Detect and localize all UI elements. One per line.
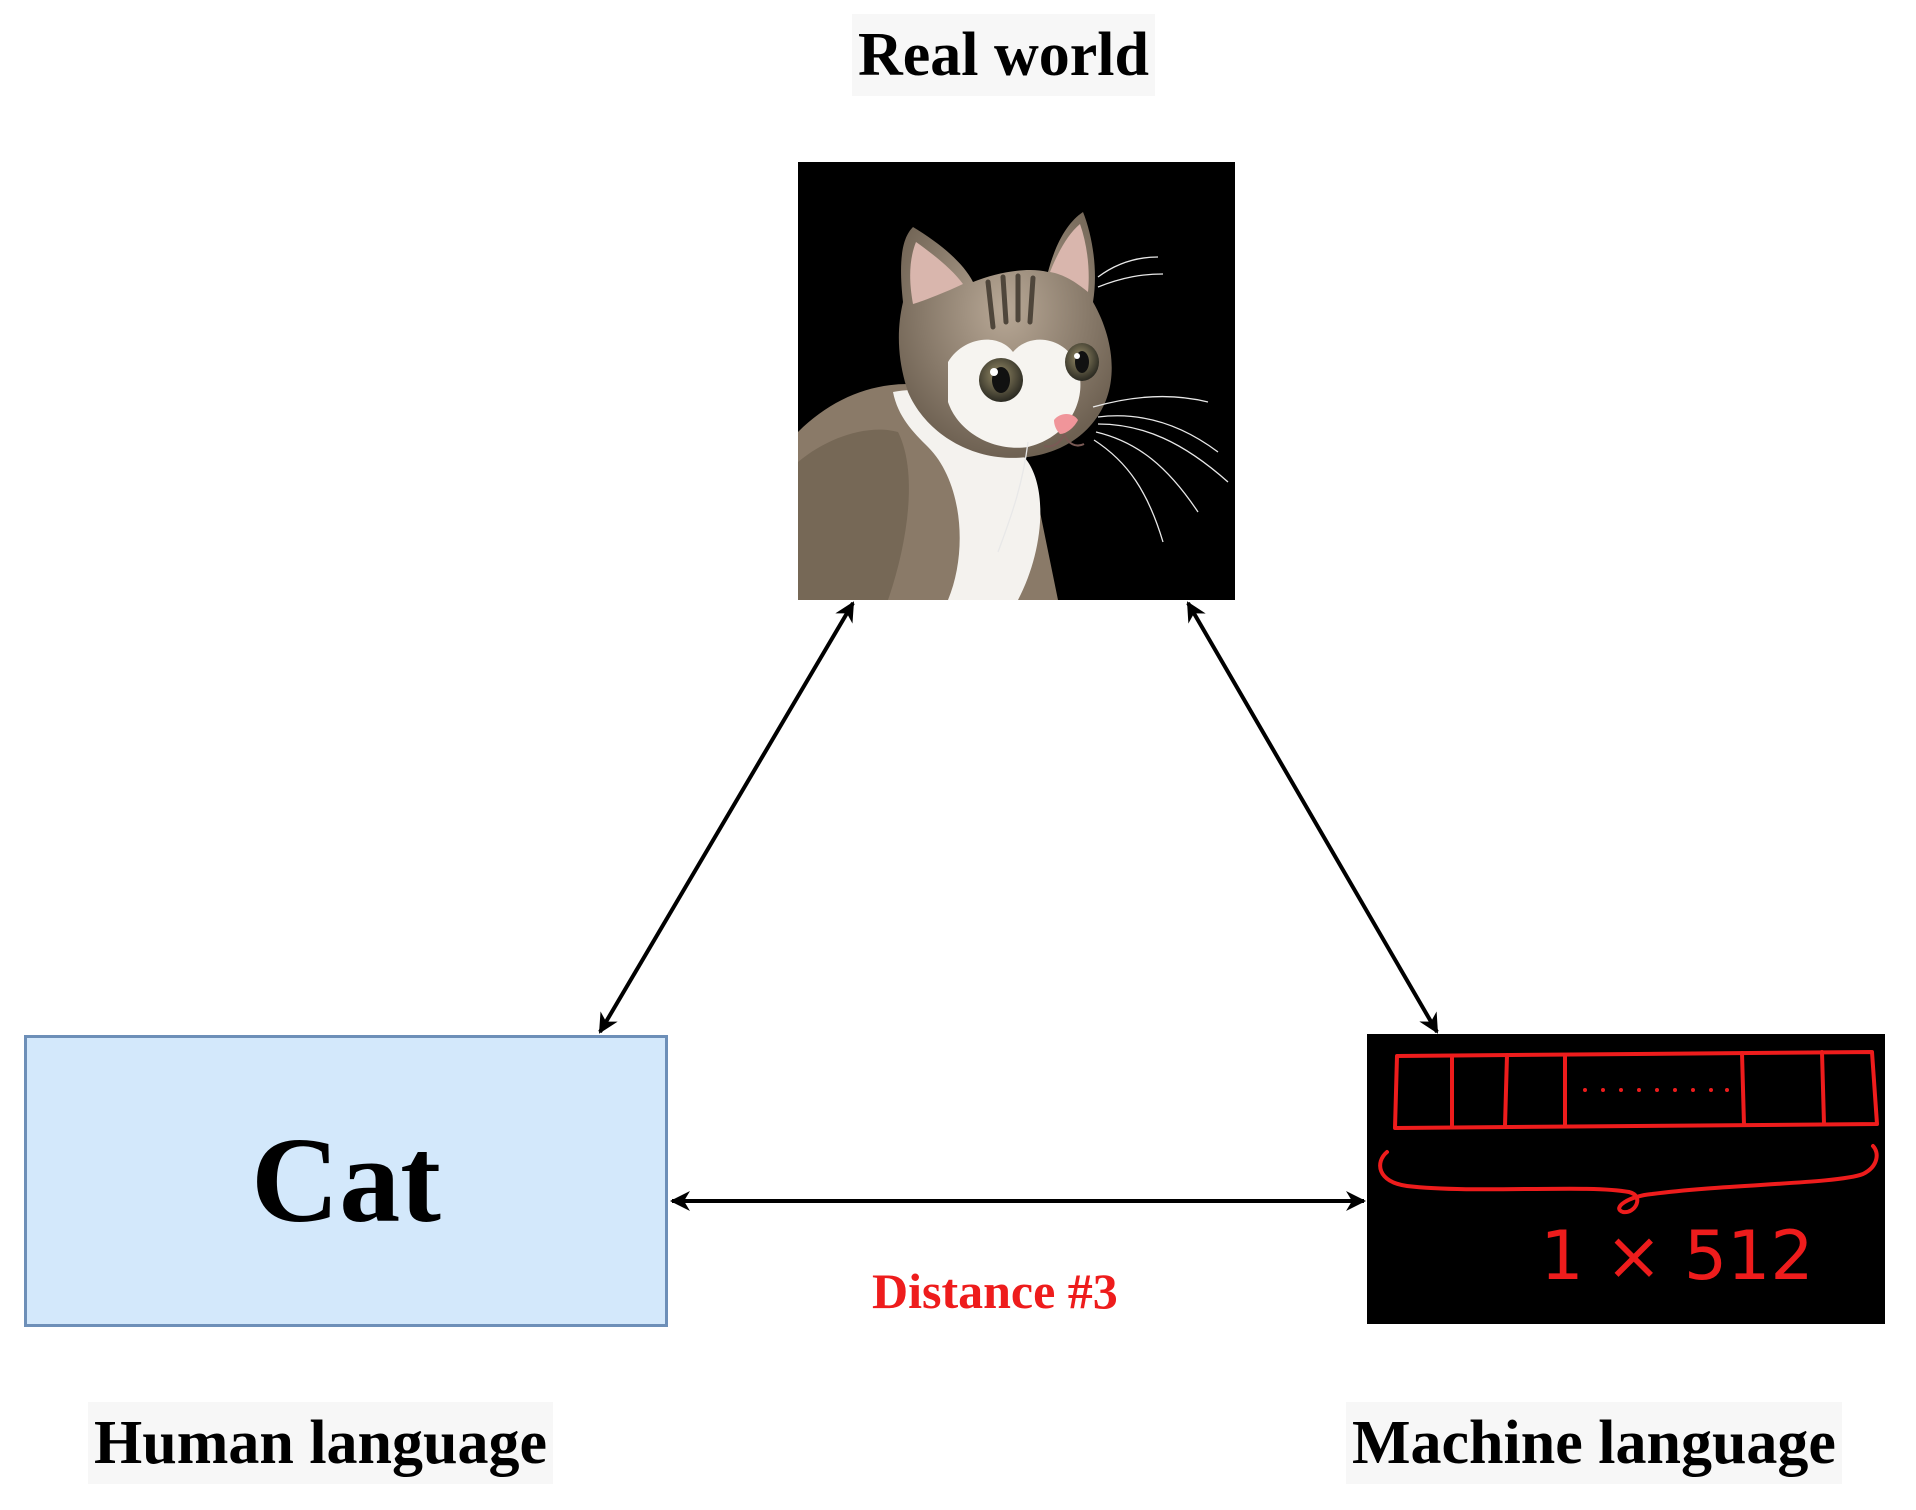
human-language-box: Cat bbox=[24, 1035, 668, 1327]
real-world-label: Real world bbox=[852, 14, 1156, 96]
machine-language-label: Machine language bbox=[1346, 1402, 1842, 1484]
machine-vector-panel: 1 × 512 bbox=[1367, 1034, 1885, 1324]
arrow-real-machine bbox=[1186, 601, 1439, 1034]
cat-photo bbox=[798, 162, 1235, 600]
human-language-label: Human language bbox=[88, 1402, 554, 1484]
vector-drawing-icon: 1 × 512 bbox=[1378, 1050, 1879, 1296]
arrow-real-human bbox=[598, 601, 855, 1034]
vector-dimension-label: 1 × 512 bbox=[1540, 1217, 1813, 1296]
distance-label: Distance #3 bbox=[872, 1263, 1118, 1319]
cat-word: Cat bbox=[251, 1113, 441, 1248]
cat-photo-icon bbox=[798, 162, 1235, 600]
